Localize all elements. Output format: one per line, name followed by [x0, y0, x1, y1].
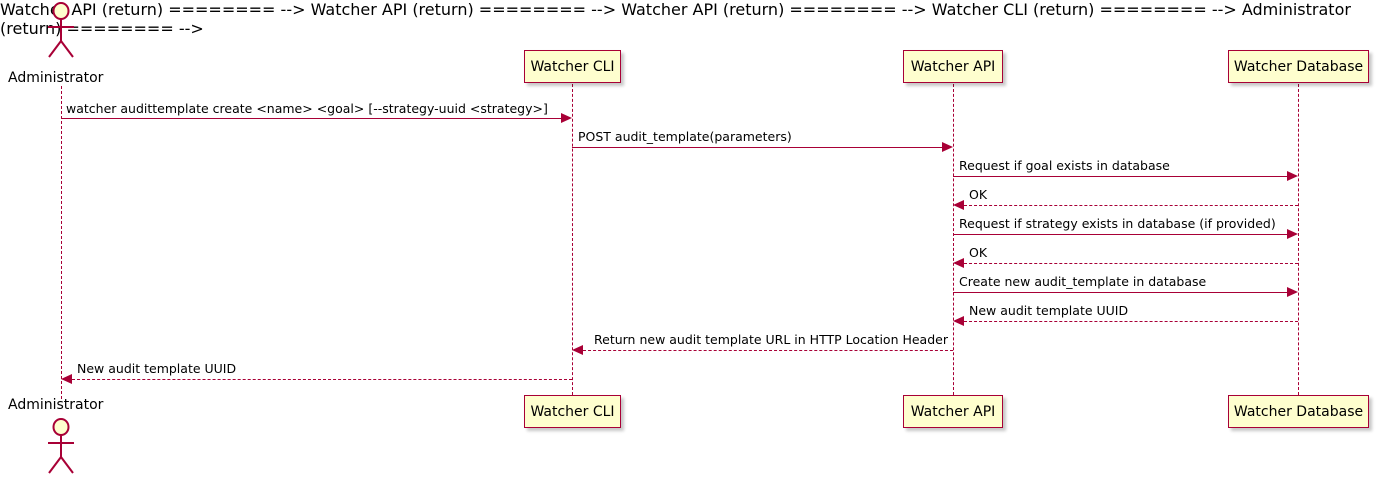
message-arrow-6 [964, 263, 1298, 264]
participant-watcher-cli-top[interactable]: Watcher CLI [524, 50, 621, 83]
participant-watcher-cli-bottom[interactable]: Watcher CLI [524, 395, 621, 428]
arrowhead-right-icon [1287, 287, 1298, 297]
message-label-10: New audit template UUID [77, 361, 237, 376]
message-label-9: Return new audit template URL in HTTP Lo… [594, 332, 948, 347]
message-arrow-10 [72, 379, 572, 380]
participant-watcher-api-bottom[interactable]: Watcher API [903, 395, 1003, 428]
message-arrow-1 [61, 118, 561, 119]
message-label-4: OK [969, 187, 988, 202]
message-arrow-3 [953, 176, 1287, 177]
message-arrow-2 [572, 147, 942, 148]
actor-stick-figure-icon [48, 2, 74, 58]
message-label-5: Request if strategy exists in database (… [959, 216, 1276, 231]
arrowhead-left-icon [953, 258, 964, 268]
lifeline-administrator [61, 86, 62, 399]
message-label-8: New audit template UUID [969, 303, 1129, 318]
message-label-7: Create new audit_template in database [959, 274, 1207, 289]
message-arrow-7 [953, 292, 1287, 293]
message-arrow-9 [583, 350, 953, 351]
message-arrow-4 [964, 205, 1298, 206]
actor-stick-figure-icon [48, 418, 74, 474]
message-label-3: Request if goal exists in database [959, 158, 1170, 173]
message-label-6: OK [969, 245, 988, 260]
message-label-2: POST audit_template(parameters) [578, 129, 792, 144]
arrowhead-left-icon [953, 316, 964, 326]
actor-label-administrator-top: Administrator [8, 70, 104, 86]
actor-label-administrator-bottom: Administrator [8, 397, 104, 413]
arrowhead-left-icon [572, 345, 583, 355]
participant-watcher-api-top[interactable]: Watcher API [903, 50, 1003, 83]
message-arrow-8 [964, 321, 1298, 322]
arrowhead-right-icon [942, 142, 953, 152]
arrowhead-right-icon [561, 113, 572, 123]
participant-watcher-database-bottom[interactable]: Watcher Database [1228, 395, 1369, 428]
arrowhead-left-icon [61, 374, 72, 384]
arrowhead-left-icon [953, 200, 964, 210]
lifeline-watcher-cli [572, 84, 573, 395]
participant-watcher-database-top[interactable]: Watcher Database [1228, 50, 1369, 83]
lifeline-watcher-api [953, 84, 954, 395]
message-label-1: watcher audittemplate create <name> <goa… [66, 101, 548, 116]
actor-administrator-top[interactable] [41, 0, 83, 60]
arrowhead-right-icon [1287, 229, 1298, 239]
lifeline-watcher-database [1298, 84, 1299, 395]
actor-administrator-bottom[interactable] [41, 416, 83, 478]
arrowhead-right-icon [1287, 171, 1298, 181]
message-arrow-5 [953, 234, 1287, 235]
